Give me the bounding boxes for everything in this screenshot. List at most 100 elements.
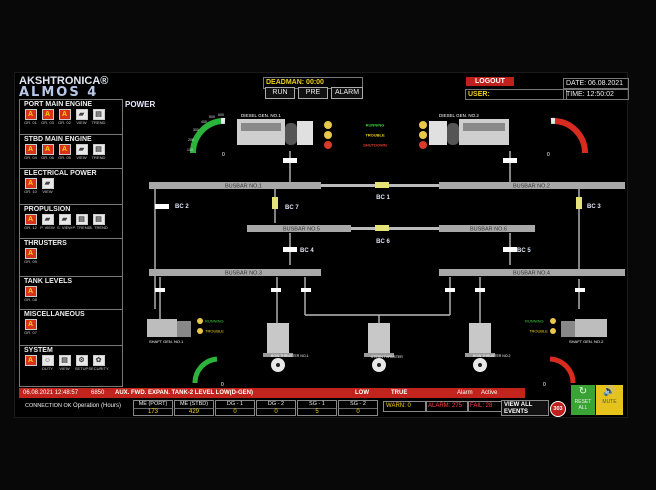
shaft-gen-1[interactable] <box>147 319 191 337</box>
bc5-breaker[interactable] <box>503 247 517 252</box>
bc7-label: BC 7 <box>285 205 299 211</box>
view-all-events-button[interactable]: VIEW ALL EVENTS <box>501 400 549 416</box>
event-count-badge: 303 <box>550 401 566 417</box>
bc5-label: BC 5 <box>517 248 531 254</box>
sidebar-item[interactable]: ▰VIEW <box>75 109 88 125</box>
sidebar-item-label: VIEW <box>76 155 87 160</box>
counter-name: ME (PORT) <box>134 401 172 409</box>
alarm-status: Active <box>481 390 498 396</box>
shaft1-label: SHAFT GEN. NO.1 <box>149 339 184 344</box>
alarm-group-icon: A <box>24 319 37 330</box>
shaft1-running: RUNNING <box>205 319 224 324</box>
panel-icon: ☺ <box>41 355 54 366</box>
sidebar-item-label: P. TREND <box>72 225 91 230</box>
brand-logo: AKSHTRONICA® ALMOS 4 <box>19 75 127 103</box>
sidebar-item[interactable]: ▤S. TREND <box>89 214 108 230</box>
sidebar-item-label: GR. 04 <box>24 155 37 160</box>
sidebar-item[interactable]: ⚙SETUP <box>75 355 88 371</box>
sidebar-item-label: S. TREND <box>89 225 108 230</box>
stern-label: STERN THRUSTER <box>371 355 403 359</box>
page-title: POWER <box>125 100 156 109</box>
busbar-1-label: BUSBAR NO.1 <box>225 184 262 190</box>
bow-thruster-2[interactable] <box>465 323 495 372</box>
logout-button[interactable]: LOGOUT <box>466 77 514 86</box>
counter-value: 173 <box>147 409 158 415</box>
sidebar-item[interactable]: ▤VIEW <box>58 355 71 371</box>
sidebar-item[interactable]: ▰P. VIEW <box>40 214 55 230</box>
shaft-gen-2[interactable] <box>561 319 607 337</box>
pre-button[interactable]: PRE <box>298 87 328 99</box>
busbar-1 <box>149 182 321 189</box>
sidebar-item[interactable]: A <box>24 355 37 371</box>
mute-button[interactable]: 🔊 MUTE <box>596 385 623 415</box>
sidebar-item[interactable]: ▰S. VIEW <box>57 214 72 230</box>
svg-text:300: 300 <box>193 128 199 132</box>
sidebar-item[interactable]: ✿SECURITY <box>88 355 109 371</box>
reset-label: RESET ALL <box>574 399 592 411</box>
bc4-breaker[interactable] <box>283 247 297 252</box>
sidebar-item-label: DUTY <box>42 366 53 371</box>
stern-thruster[interactable] <box>364 323 394 372</box>
alarm-group-icon: A <box>24 109 37 120</box>
reset-all-button[interactable]: ↻ RESET ALL <box>571 385 595 415</box>
user-field: USER: <box>465 89 567 100</box>
bc2-breaker[interactable] <box>155 204 169 209</box>
svg-text:500: 500 <box>209 115 215 119</box>
gen2-breaker[interactable] <box>503 158 517 163</box>
alarm-count: ALARM: 275 <box>425 401 469 412</box>
alarm-group-icon: A <box>41 144 54 155</box>
sidebar-item-label: GR. 12 <box>24 225 37 230</box>
sidebar-item[interactable]: ▤TREND <box>92 144 105 160</box>
sidebar-section-title: STBD MAIN ENGINE <box>24 136 92 143</box>
sidebar-item[interactable]: ☺DUTY <box>41 355 54 371</box>
gauge-shaft2-value: 0 <box>543 382 546 387</box>
busbar-3-label: BUSBAR NO.3 <box>225 271 262 277</box>
sidebar-item[interactable]: ▰VIEW <box>75 144 88 160</box>
diesel-gen-2[interactable] <box>429 119 509 145</box>
alarm-group-icon: A <box>24 355 37 366</box>
bc4-label: BC 4 <box>300 248 314 254</box>
sidebar-item[interactable]: ▤TREND <box>92 109 105 125</box>
gen1-breaker[interactable] <box>283 158 297 163</box>
busbar-5 <box>247 225 351 232</box>
alarm-button[interactable]: ALARM <box>331 87 363 99</box>
active-alarm-bar[interactable]: 06.08.2021 12:48:57 6850 AUX. FWD. EXPAN… <box>19 388 525 398</box>
status-shutdown: SHUTDOWN <box>363 143 387 148</box>
bc6-label: BC 6 <box>376 239 390 245</box>
gauge-gen2: 0 <box>547 117 589 158</box>
sidebar-item-label: VIEW <box>59 366 70 371</box>
bow2-label: BOW THRUSTER NO.2 <box>473 354 511 358</box>
busbar-4 <box>439 269 625 276</box>
busbar-6-label: BUSBAR NO.6 <box>470 227 507 233</box>
connection-status: CONNECTION OK <box>25 403 72 409</box>
alarm-datetime: 06.08.2021 12:48:57 <box>23 390 79 396</box>
sidebar-item-label: VIEW <box>76 120 87 125</box>
svg-text:100: 100 <box>187 148 193 152</box>
sidebar-item[interactable]: ▤P. TREND <box>72 214 91 230</box>
bow-thruster-1[interactable] <box>263 323 293 372</box>
sidebar-item-label: GR. 09 <box>24 259 37 264</box>
sidebar-item[interactable]: ▰VIEW <box>41 178 54 194</box>
counter-name: SG - 2 <box>339 401 377 409</box>
panel-icon: ▰ <box>75 109 88 120</box>
diesel-gen-1[interactable] <box>237 119 313 145</box>
run-button[interactable]: RUN <box>265 87 295 99</box>
svg-text:600: 600 <box>218 113 224 117</box>
svg-text:200: 200 <box>188 138 194 142</box>
